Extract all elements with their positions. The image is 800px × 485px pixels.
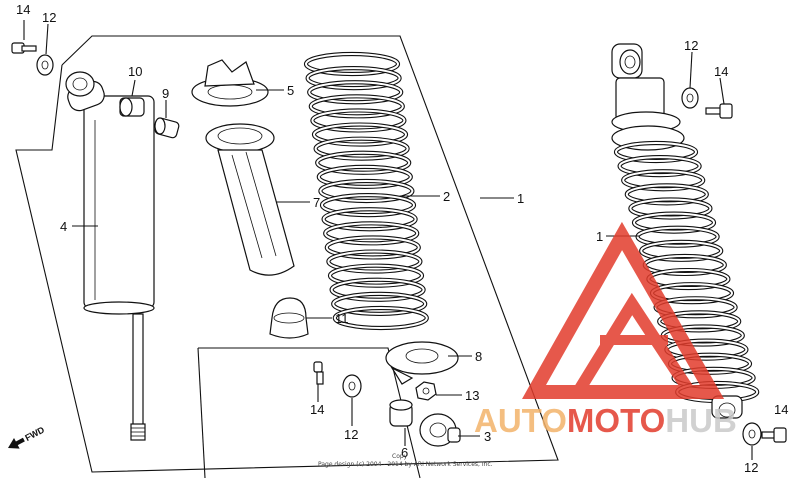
spring-coil-highlight (316, 151, 411, 174)
callout-14-right-top: 14 (714, 64, 728, 79)
callout-12-center: 12 (344, 427, 358, 442)
callout-1-center: 1 (517, 191, 524, 206)
spring-coil-highlight (633, 212, 715, 233)
spring-coil-highlight (658, 311, 741, 332)
callout-12-right-bottom: 12 (744, 460, 758, 475)
spring-coil-highlight (313, 123, 407, 146)
fwd-arrow-icon (8, 437, 25, 449)
spring-coil-highlight (311, 109, 406, 132)
stopper-part-8 (385, 341, 459, 385)
callout-11: 11 (335, 311, 349, 326)
callout-8: 8 (475, 349, 482, 364)
watermark-text-auto: AUTO (474, 402, 567, 439)
spring-coil-highlight (640, 240, 723, 261)
spring-coil-highlight (321, 194, 415, 217)
spring-coil-highlight (325, 236, 420, 259)
spring-coil-highlight (314, 137, 409, 160)
callout-1-right: 1 (596, 229, 603, 244)
lower-joint-part-3 (419, 413, 461, 447)
washer-part-12-right-bottom (742, 422, 762, 446)
automotohub-watermark: AUTOMOTOHUB (474, 221, 737, 439)
callout-9: 9 (162, 86, 169, 101)
bushing-part-10 (119, 97, 145, 117)
bolt-part-14-top-left (11, 42, 37, 54)
shock-body-part-4 (65, 71, 155, 441)
spring-coil-highlight (332, 292, 427, 315)
bolt-part-14-center (313, 361, 324, 385)
collar-part-9 (154, 117, 180, 139)
spring-coil-highlight (308, 81, 403, 104)
callout-4: 4 (60, 219, 67, 234)
fwd-direction-indicator: FWD (8, 424, 47, 449)
washer-part-12-top-left (36, 54, 54, 76)
bolt-part-14-right-top (705, 103, 733, 119)
leader-lines (23, 20, 753, 460)
bolt-part-14-right-bottom (761, 427, 787, 443)
spring-guide-part-7 (205, 123, 295, 276)
callout-12-right-top: 12 (684, 38, 698, 53)
nut-part-13 (415, 381, 437, 401)
coil-spring-part-2 (303, 51, 429, 331)
copyright-line-1: Copy (392, 453, 408, 460)
svg-text:AUTOMOTOHUB: AUTOMOTOHUB (474, 402, 737, 439)
boundary-lines (15, 35, 559, 479)
callout-6: 6 (401, 445, 408, 460)
washer-part-12-center (342, 374, 362, 398)
spring-coil-highlight (309, 95, 404, 118)
callout-2: 2 (443, 189, 450, 204)
watermark-text-moto: MOTO (567, 402, 665, 439)
fwd-label: FWD (23, 424, 46, 443)
washer-part-12-right-top (681, 87, 699, 109)
callout-12-top-left: 12 (42, 10, 56, 25)
spring-coil-highlight (317, 165, 412, 188)
callout-14-top-left: 14 (16, 2, 30, 17)
watermark-text-hub: HUB (665, 402, 737, 439)
copyright-line-2: Page design (c) 2004 - 2014 by ARI Netwo… (318, 461, 493, 468)
spring-coil-highlight (324, 222, 419, 245)
spring-coil-highlight (622, 170, 705, 191)
callout-10: 10 (128, 64, 142, 79)
spring-coil-highlight (625, 184, 708, 205)
spring-coil-highlight (615, 142, 697, 162)
callout-labels: 14 12 10 9 5 7 2 1 4 11 8 13 3 6 14 12 1… (16, 2, 788, 475)
callout-7: 7 (313, 195, 320, 210)
spring-seat-part-5 (191, 59, 269, 107)
spring-coil-highlight (330, 278, 425, 301)
spring-coil-highlight (327, 250, 422, 273)
watermark-triangle-logo (522, 221, 725, 399)
callout-13: 13 (465, 388, 479, 403)
callout-14-right-bottom: 14 (774, 402, 788, 417)
bump-rubber-part-11 (269, 297, 309, 339)
spring-coil-highlight (629, 198, 712, 219)
spring-coil-highlight (329, 264, 423, 287)
spring-coil-highlight (305, 53, 399, 75)
callout-5: 5 (287, 83, 294, 98)
spring-coil-highlight (306, 67, 401, 90)
callout-3: 3 (484, 429, 491, 444)
spring-coil-highlight (333, 307, 428, 329)
spring-coil-highlight (319, 180, 414, 202)
bushing-part-6 (389, 399, 413, 427)
spring-coil-highlight (618, 156, 701, 177)
spring-coil-highlight (636, 226, 719, 247)
spring-coil-highlight (322, 208, 417, 231)
callout-14-center: 14 (310, 402, 324, 417)
